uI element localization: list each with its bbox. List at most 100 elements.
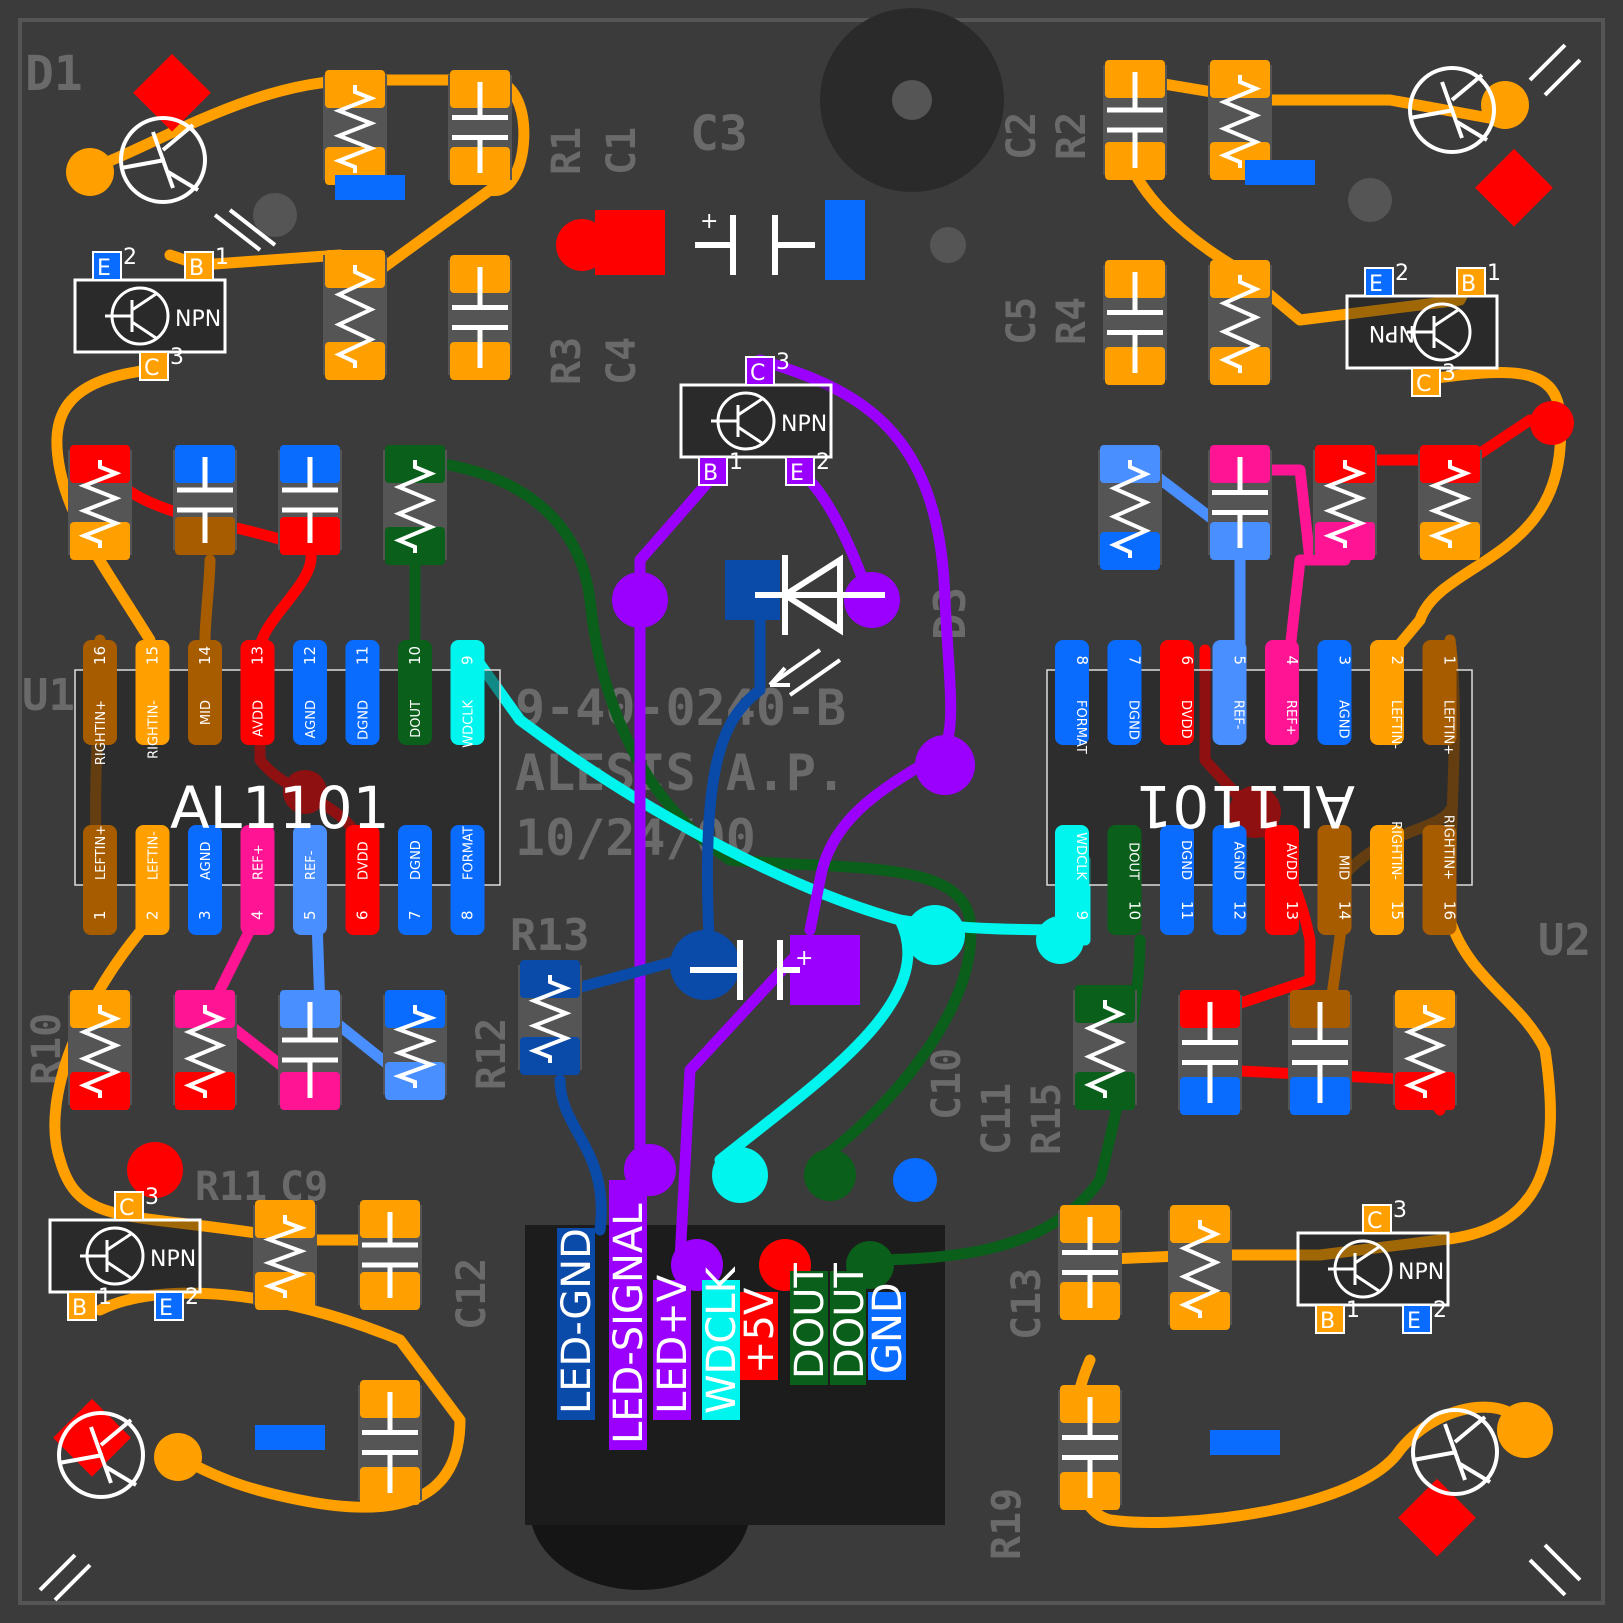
resistor <box>68 445 132 560</box>
silk-r3: R3 <box>544 337 590 385</box>
transistor-type-label: NPN <box>175 307 221 332</box>
resistor-symbol-icon <box>333 85 377 173</box>
base-pin-label: B <box>72 1296 87 1321</box>
resistor <box>323 70 387 185</box>
pin-pad <box>1265 640 1299 745</box>
connector-pin-gnd: GND <box>865 1282 911 1380</box>
capacitor <box>1208 445 1272 560</box>
pin-number: 12 <box>1231 901 1249 920</box>
resistor-symbol-icon <box>528 975 572 1063</box>
collector-pin-number: 3 <box>1442 361 1456 386</box>
pad-blue <box>1210 1430 1280 1455</box>
pad-blue <box>255 1425 325 1450</box>
capacitor <box>358 1380 422 1505</box>
pad-red <box>595 210 665 275</box>
emitter-pin-label: E <box>97 256 111 281</box>
pin-label: REF- <box>1231 700 1246 730</box>
pin-pad <box>398 640 432 745</box>
silk-u2: U2 <box>1538 915 1591 966</box>
resistor <box>1098 445 1162 570</box>
capacitor-symbol-icon <box>1182 1002 1238 1103</box>
emitter-pin-number: 2 <box>1395 261 1409 286</box>
capacitor-symbol-icon <box>282 457 338 543</box>
pin-pad <box>1160 640 1194 745</box>
emitter-pin-number: 2 <box>185 1285 199 1310</box>
silk-r19: R19 <box>984 1488 1030 1560</box>
pin-label: DGND <box>1126 700 1141 740</box>
mount-hole <box>930 227 966 263</box>
base-pin <box>184 251 214 281</box>
capacitor-symbol-icon <box>1292 1002 1348 1103</box>
base-pin-number: 1 <box>1346 1298 1360 1323</box>
silk-c12: C12 <box>449 1258 495 1330</box>
phototransistor-icon <box>1408 66 1496 154</box>
capacitor-plus-sign: + <box>700 209 718 234</box>
pin-number: 3 <box>1336 655 1354 665</box>
pin-label: WDCLK <box>1073 832 1088 880</box>
capacitor <box>448 70 512 185</box>
pin-label: LEFTIN+ <box>1441 700 1456 755</box>
capacitor-symbol-icon <box>1062 1397 1118 1498</box>
pin-pad <box>1055 640 1089 745</box>
pin-pad <box>1370 640 1404 745</box>
pin-label: LEFTIN- <box>1388 700 1403 749</box>
piezo-center <box>892 80 932 120</box>
resistor-symbol-icon <box>1219 275 1261 373</box>
pad-purple <box>612 572 668 628</box>
pin-label: DOUT <box>409 700 424 738</box>
pin-label: DVDD <box>1178 700 1193 739</box>
capacitor-symbol-icon <box>362 1392 418 1493</box>
chip-name: AL1101 <box>170 774 390 842</box>
board-edge <box>18 18 1605 1605</box>
phototransistors <box>57 66 1499 1499</box>
collector-pin <box>745 356 775 386</box>
connector-pin-dout: DOUT <box>827 1262 873 1385</box>
pin-pad <box>83 640 117 745</box>
capacitor-pad-darkblue <box>670 930 740 1000</box>
silk-r4: R4 <box>1049 297 1095 345</box>
pad-red-diamond <box>1475 148 1553 227</box>
capacitor-pad-purple <box>790 935 860 1005</box>
pin-label: MID <box>1336 855 1351 880</box>
pin-pad <box>398 825 432 935</box>
pin-number: 10 <box>1126 901 1144 920</box>
junction-cyan <box>905 905 965 965</box>
pad-blue <box>825 200 865 280</box>
collector-pin-label: C <box>750 361 765 386</box>
emitter-pin-label: E <box>1407 1309 1421 1334</box>
emitter-pin-number: 2 <box>816 450 830 475</box>
pad-blue <box>1245 160 1315 185</box>
base-pin-number: 1 <box>1487 261 1501 286</box>
collector-pin-number: 3 <box>170 345 184 370</box>
base-pin <box>1456 267 1486 297</box>
capacitor <box>1058 1385 1122 1510</box>
pad-purple <box>844 572 900 628</box>
pin-number: 11 <box>1178 901 1196 920</box>
pin-number: 5 <box>301 910 319 920</box>
pin-number: 15 <box>1388 901 1406 920</box>
pin-label: AGND <box>304 700 319 738</box>
silk-r12: R12 <box>469 1018 515 1090</box>
pin-number: 7 <box>1126 655 1144 665</box>
pin-label: AGND <box>1231 842 1246 880</box>
capacitor-center <box>690 940 800 1000</box>
connector-pin-label: LED-GND <box>554 1228 600 1414</box>
resistor-symbol-icon <box>1179 1220 1221 1318</box>
pin-label: FORMAT <box>1073 700 1088 754</box>
resistor-symbol-icon <box>1109 460 1151 558</box>
silk-c11: C11 <box>974 1083 1020 1155</box>
capacitor-symbol-icon <box>452 267 508 368</box>
capacitor-symbol-icon <box>282 1002 338 1098</box>
silk-c13: C13 <box>1004 1268 1050 1340</box>
silk-r15: R15 <box>1024 1083 1070 1155</box>
led-light-arrows-icon <box>38 43 1582 1602</box>
connector-pin-label: DOUT <box>787 1262 833 1379</box>
resistor-symbol-icon <box>334 265 376 368</box>
collector-pin <box>1411 367 1441 397</box>
pin-pad <box>1370 825 1404 935</box>
chip-name: AL1101 <box>1135 772 1355 840</box>
capacitor <box>1288 990 1352 1115</box>
silk-c2: C2 <box>999 112 1045 160</box>
pin-number: 5 <box>1231 655 1249 665</box>
